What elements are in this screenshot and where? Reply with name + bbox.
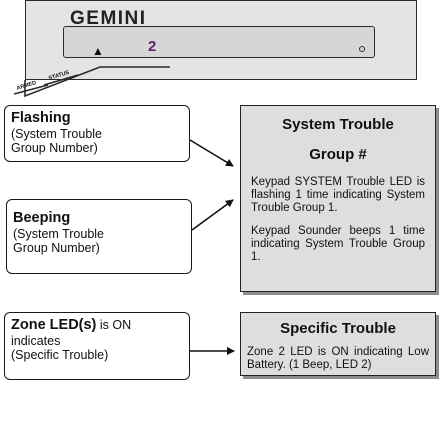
flashing-line2: Group Number): [11, 141, 98, 155]
display-digit: 2: [148, 38, 157, 55]
zone-line2: (Specific Trouble): [11, 348, 109, 362]
warning-triangle-icon: ▲: [92, 44, 104, 58]
zone-line1: indicates: [11, 334, 61, 348]
zone-callout: Zone LED(s) is ON indicates (Specific Tr…: [4, 312, 190, 380]
beeping-line1: (System Trouble: [13, 227, 105, 241]
beeping-callout: Beeping (System Trouble Group Number): [6, 199, 192, 274]
system-trouble-para2: Keypad Sounder beeps 1 time indicating S…: [251, 225, 425, 263]
system-trouble-box: System Trouble Group # Keypad SYSTEM Tro…: [240, 105, 436, 292]
system-trouble-title-line1: System Trouble: [282, 116, 394, 133]
flashing-callout: Flashing (System Trouble Group Number): [4, 105, 190, 162]
beeping-line2: Group Number): [13, 241, 100, 255]
flashing-line1: (System Trouble: [11, 127, 103, 141]
specific-trouble-box: Specific Trouble Zone 2 LED is ON indica…: [240, 312, 436, 376]
zone-title-suffix: is ON: [96, 318, 132, 332]
system-trouble-title-line2: Group #: [309, 146, 367, 163]
flashing-title: Flashing: [11, 110, 71, 126]
beeping-arrow: [191, 199, 234, 231]
beeping-title: Beeping: [13, 210, 71, 226]
specific-trouble-body: Zone 2 LED is ON indicating Low Battery.…: [247, 346, 429, 371]
system-trouble-para1: Keypad SYSTEM Trouble LED is flashing 1 …: [251, 176, 425, 214]
zone-title: Zone LED(s): [11, 317, 97, 333]
specific-trouble-title: Specific Trouble: [280, 320, 396, 337]
keypad-display: [63, 26, 375, 58]
keypad-brand: GEMINI: [70, 8, 147, 29]
armed-led-line: [13, 84, 49, 95]
keypad-base-outline: [24, 66, 170, 98]
flashing-arrow: [189, 139, 234, 167]
display-dot-icon: [359, 46, 365, 52]
status-led-line: [43, 74, 79, 86]
